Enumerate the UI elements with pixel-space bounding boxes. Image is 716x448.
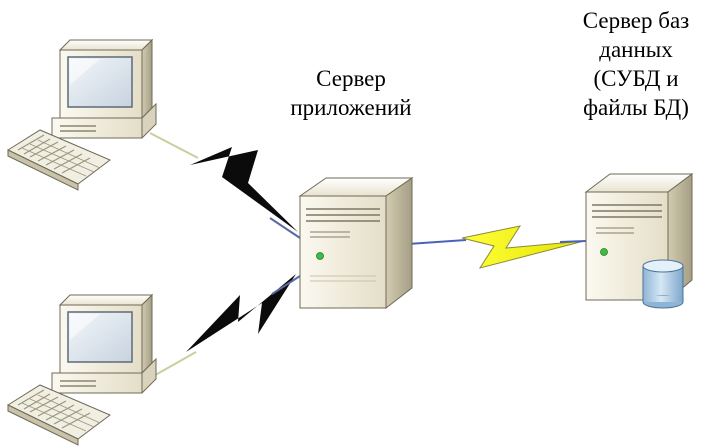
- status-led-icon: [316, 252, 324, 260]
- client-computer-1: [6, 38, 157, 191]
- link-appserver-dbserver: [407, 225, 587, 269]
- server-tower-icon: [298, 177, 414, 310]
- client-computer-2: [6, 293, 157, 446]
- app-server-label: Сервер приложений: [256, 64, 446, 122]
- db-server-label-line: данных: [599, 37, 673, 62]
- lightning-link-icon: [461, 225, 585, 269]
- app-server-label-line: приложений: [290, 95, 412, 120]
- link-client1-appserver: [149, 132, 301, 239]
- db-server-label: Сервер баз данных (СУБД и файлы БД): [556, 6, 716, 122]
- lightning-link-icon: [186, 274, 296, 352]
- database-cylinder-icon: [642, 259, 684, 309]
- link-client2-appserver: [149, 274, 301, 379]
- db-server-label-line: файлы БД): [583, 95, 689, 120]
- db-server-label-line: Сервер баз: [582, 8, 690, 33]
- db-server-label-line: (СУБД и: [593, 66, 679, 91]
- status-led-icon: [600, 248, 608, 256]
- lightning-link-icon: [190, 147, 298, 232]
- database-server-icon: [584, 173, 694, 309]
- app-server-label-line: Сервер: [316, 66, 386, 91]
